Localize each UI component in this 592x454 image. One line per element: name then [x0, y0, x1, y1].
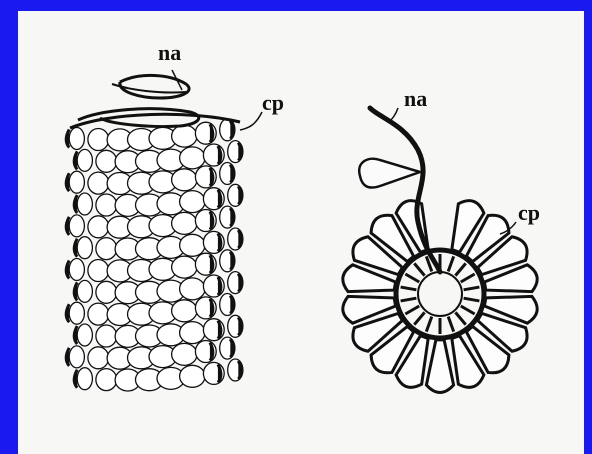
capsid-protein-subunit [180, 191, 205, 213]
capsid-protein-subunit [88, 129, 109, 151]
subunit-shadow [210, 255, 213, 273]
capsid-protein-subunit [69, 128, 84, 150]
inner-subunit-mark [464, 287, 480, 290]
capsid-protein-subunit [96, 238, 117, 260]
inner-subunit-mark [448, 317, 453, 332]
capsid-protein-subunit [172, 300, 197, 322]
subunit-shadow [74, 151, 77, 169]
capsid-protein-subunit [77, 280, 92, 302]
capsid-protein-subunit [172, 125, 197, 147]
free-capsid-subunit [359, 159, 420, 188]
capsid-protein-subunit [77, 368, 92, 390]
capsid-protein-subunit [88, 216, 109, 238]
subunit-shadow [238, 317, 241, 335]
capsid-protein-subunit [77, 193, 92, 215]
capsid-protein-subunit [172, 256, 197, 278]
subunit-shadow [66, 130, 69, 148]
capsid-protein-subunit [180, 234, 205, 256]
subunit-shadow [238, 361, 241, 379]
capsid-protein-subunit [77, 324, 92, 346]
right-cp-label: cp [518, 200, 540, 225]
capsid-protein-subunit [88, 347, 109, 369]
subunit-shadow [218, 277, 221, 295]
left-na-label: na [158, 40, 181, 65]
subunit-shadow [218, 321, 221, 339]
subunit-shadow [230, 208, 233, 226]
inner-subunit-mark [455, 263, 465, 275]
capsid-protein-subunit [180, 365, 205, 387]
subunit-shadow [230, 121, 233, 139]
subunit-shadow [74, 195, 77, 213]
subunit-shadow [66, 173, 69, 191]
left-cp-label: cp [262, 90, 284, 115]
subunit-shadow [66, 217, 69, 235]
capsid-protein-subunit [96, 369, 117, 391]
capsid-protein-subunit [172, 169, 197, 191]
subunit-shadow [210, 212, 213, 230]
inner-subunit-mark [464, 298, 480, 301]
central-channel [418, 272, 462, 316]
capsid-protein-subunit [69, 171, 84, 193]
subunit-shadow [66, 304, 69, 322]
capsid-protein-subunit [180, 322, 205, 344]
subunit-shadow [218, 364, 221, 382]
subunit-shadow [218, 190, 221, 208]
capsid-protein-subunit [172, 343, 197, 365]
subunit-shadow [238, 274, 241, 292]
capsid-protein-subunit [88, 172, 109, 194]
capsid-protein-subunit [180, 278, 205, 300]
subunit-shadow [238, 186, 241, 204]
inner-subunit-mark [414, 263, 424, 275]
capsid-protein-subunit [172, 212, 197, 234]
subunit-shadow [66, 348, 69, 366]
inner-subunit-mark [414, 312, 424, 324]
capsid-protein-subunit [69, 215, 84, 237]
subunit-shadow [230, 165, 233, 183]
capsid-protein-subunit [96, 281, 117, 303]
capsid-protein-subunit [180, 147, 205, 169]
subunit-shadow [74, 326, 77, 344]
capsid-protein-subunit [88, 303, 109, 325]
inner-subunit-mark [455, 312, 465, 324]
capsid-protein-subunit [69, 346, 84, 368]
capsid-protein-subunit [88, 260, 109, 282]
inner-subunit-mark [405, 306, 419, 314]
subunit-shadow [74, 370, 77, 388]
subunit-shadow [218, 233, 221, 251]
subunit-shadow [74, 239, 77, 257]
inner-subunit-mark [461, 274, 475, 282]
subunit-shadow [210, 299, 213, 317]
subunit-shadow [210, 343, 213, 361]
subunit-shadow [238, 230, 241, 248]
subunit-shadow [210, 168, 213, 186]
subunit-shadow [230, 339, 233, 357]
capsid-protein-subunit [96, 194, 117, 216]
right-na-label: na [404, 86, 427, 111]
inner-subunit-mark [401, 298, 417, 301]
capsid-protein-subunit [77, 149, 92, 171]
inner-subunit-mark [461, 306, 475, 314]
capsid-protein-subunit [426, 340, 453, 393]
capsid-protein-subunit [69, 259, 84, 281]
inner-subunit-mark [448, 256, 453, 271]
subunit-shadow [218, 146, 221, 164]
capsid-protein-subunit [96, 150, 117, 172]
subunit-shadow [210, 124, 213, 142]
subunit-shadow [74, 282, 77, 300]
inner-subunit-mark [405, 274, 419, 282]
capsid-protein-subunit [69, 302, 84, 324]
subunit-shadow [230, 296, 233, 314]
subunit-shadow [230, 252, 233, 270]
inner-subunit-mark [426, 317, 431, 332]
capsid-protein-subunit [77, 237, 92, 259]
helical-capsid-rod [66, 114, 243, 391]
capsid-protein-subunit [96, 325, 117, 347]
inner-subunit-mark [401, 287, 417, 290]
subunit-shadow [238, 143, 241, 161]
subunit-shadow [66, 261, 69, 279]
left-cp-leader [240, 112, 262, 130]
